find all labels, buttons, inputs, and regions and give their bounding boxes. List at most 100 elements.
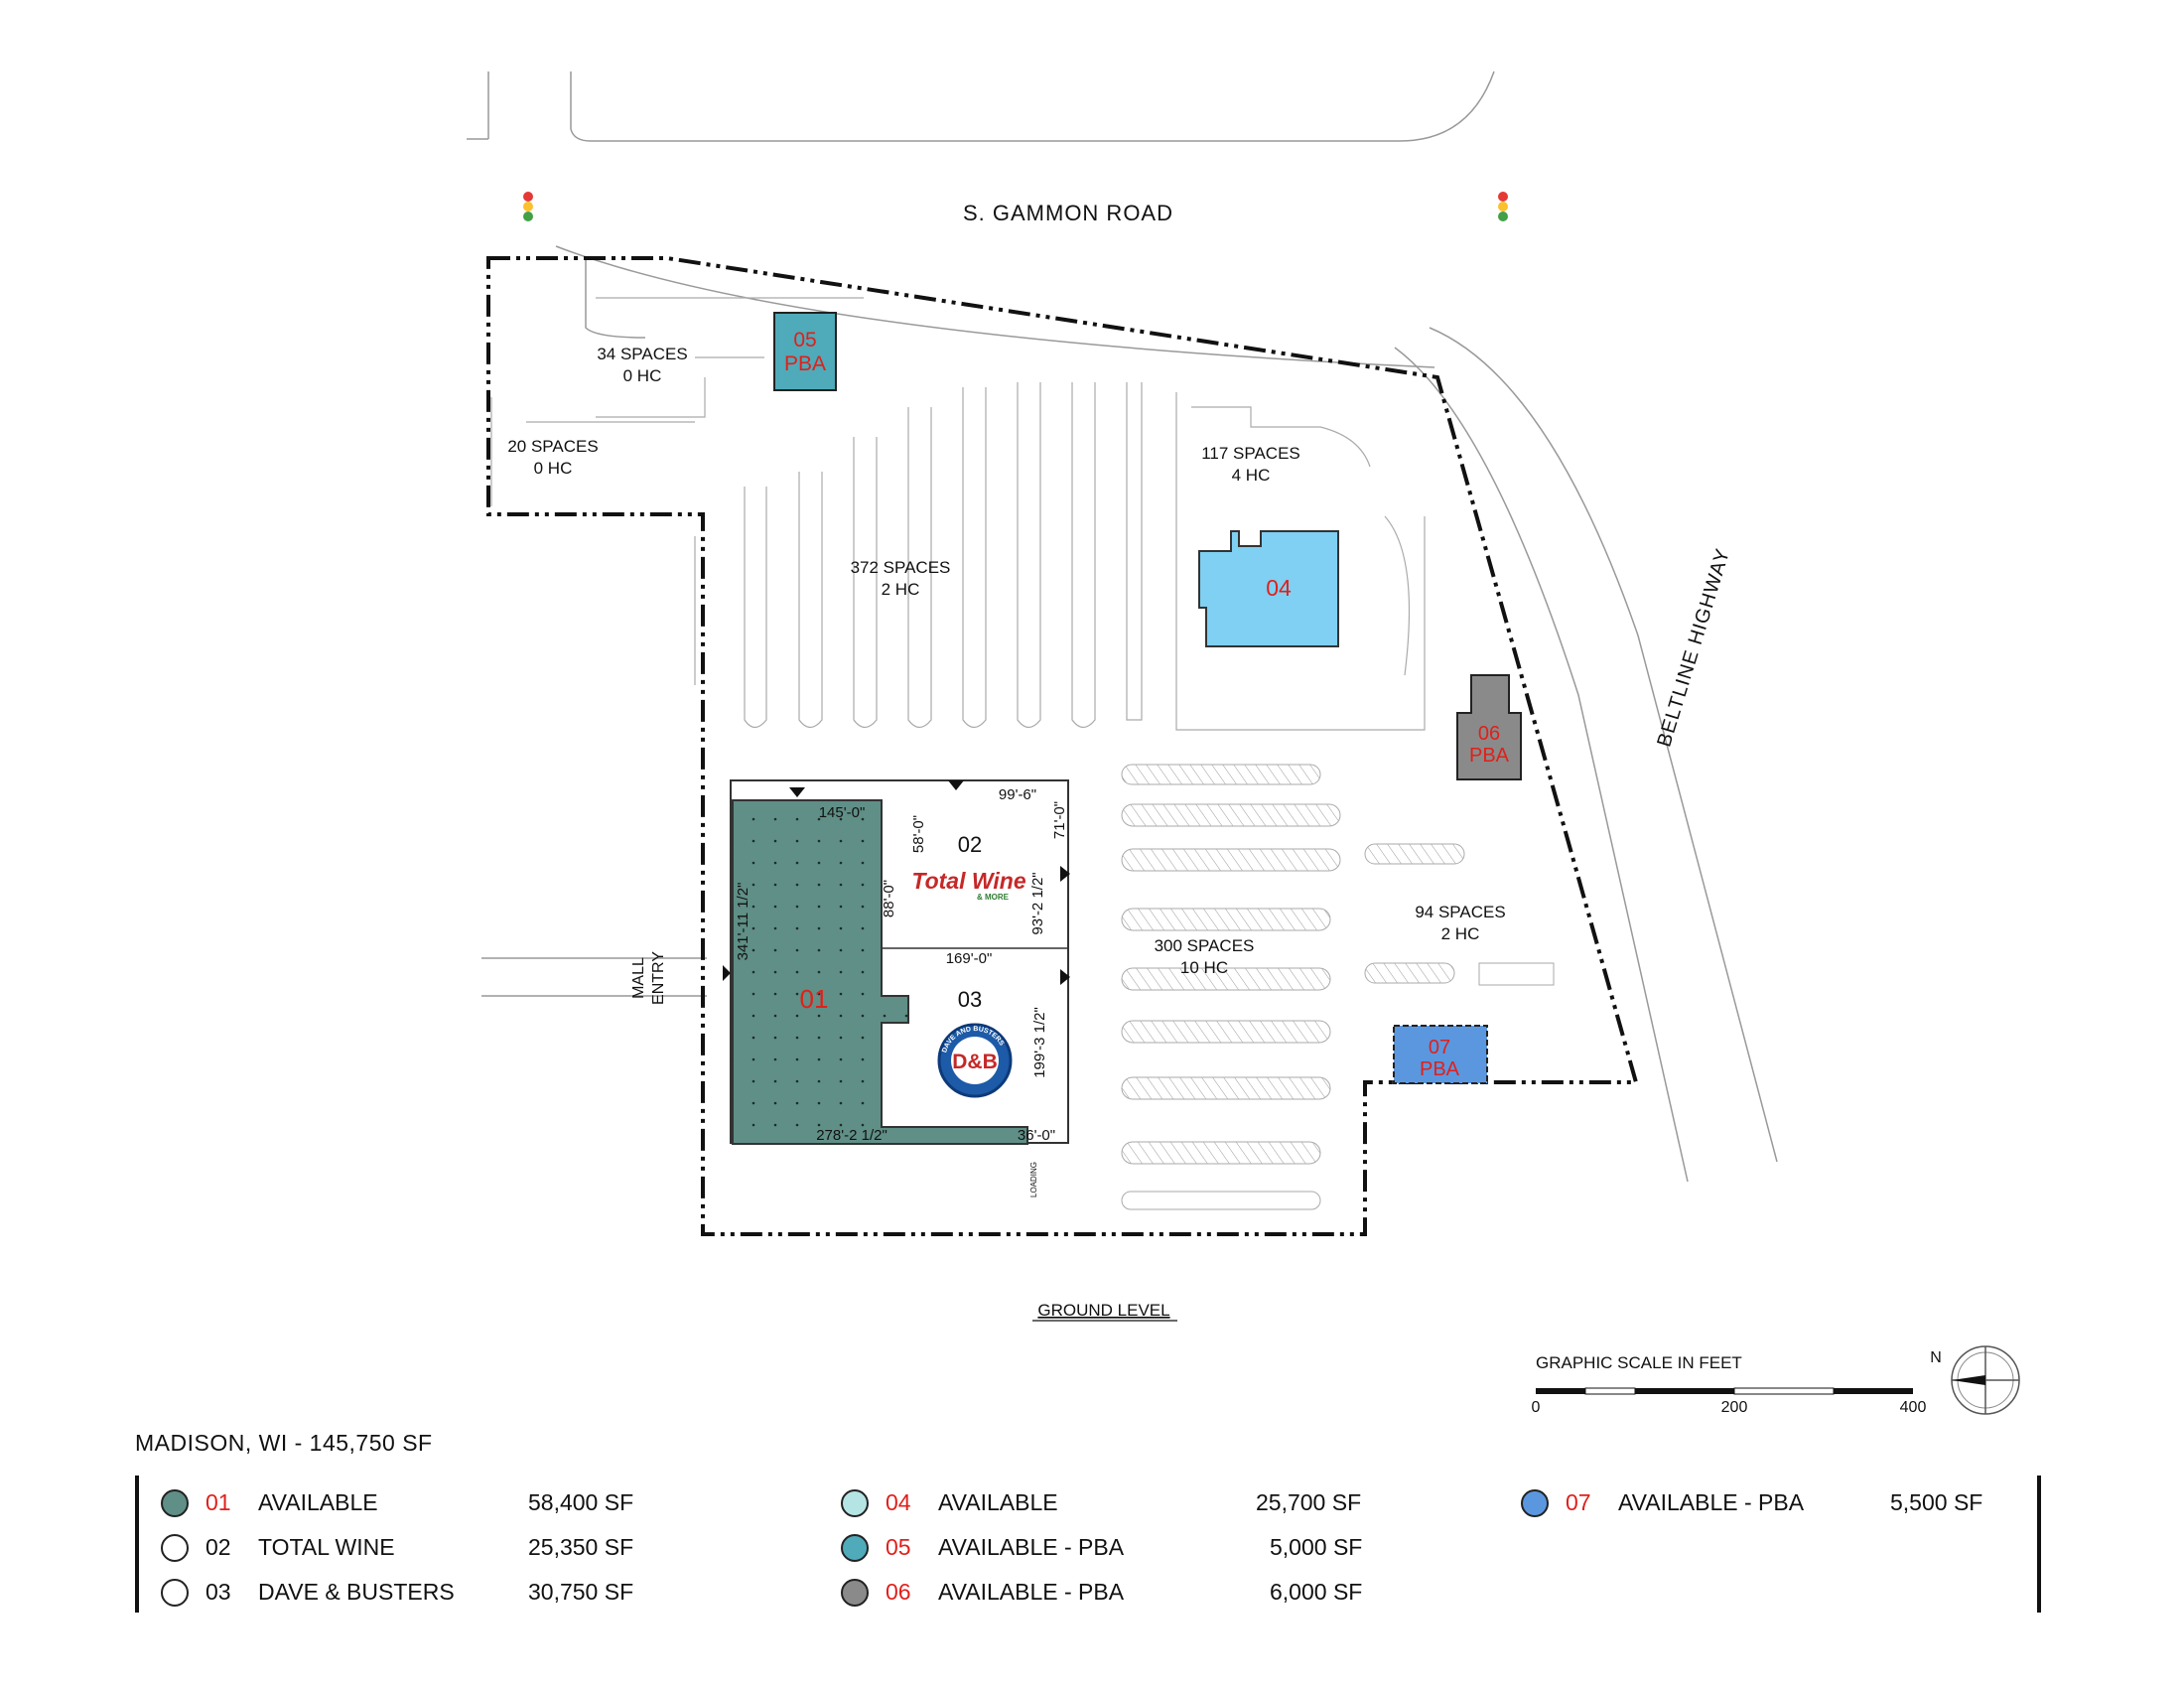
unit-07-num: 07 — [1429, 1037, 1450, 1058]
unit-06-pba: PBA — [1469, 745, 1510, 767]
parking-94-spaces: 94 SPACES — [1415, 903, 1505, 921]
dim-88: 88'-0" — [881, 880, 897, 917]
mall-entry-line1: MALL — [630, 957, 647, 999]
unit-06-shape — [1456, 674, 1522, 780]
dim-278: 278'-2 1/2" — [816, 1127, 887, 1144]
legend-num: 04 — [886, 1489, 911, 1515]
scale-tick-0: 0 — [1532, 1399, 1541, 1416]
parking-117-hc: 4 HC — [1232, 466, 1271, 485]
legend-sf: 30,750 SF — [528, 1579, 634, 1605]
legend-sf: 5,000 SF — [1270, 1534, 1363, 1560]
legend-item-03: 03 DAVE & BUSTERS 30,750 SF — [161, 1577, 657, 1613]
mall-entry-line2: ENTRY — [650, 951, 667, 1005]
dim-58: 58'-0" — [910, 815, 927, 853]
unit-06-num: 06 — [1478, 723, 1500, 745]
north-arrow-icon: N — [1930, 1345, 2020, 1415]
legend-item-05: 05 AVAILABLE - PBA 5,000 SF — [841, 1532, 1377, 1568]
unit-05-shape — [773, 312, 837, 391]
legend-swatch-04 — [841, 1489, 869, 1517]
road-label-gammon: S. GAMMON ROAD — [963, 201, 1173, 225]
parking-labels: 34 SPACES 0 HC 20 SPACES 0 HC 372 SPACES… — [507, 345, 1505, 977]
legend-name: AVAILABLE — [938, 1489, 1058, 1515]
parking-300-hc: 10 HC — [1180, 958, 1228, 977]
unit-05-pba: PBA — [784, 352, 826, 375]
legend-sf: 6,000 SF — [1270, 1579, 1363, 1605]
legend-name: AVAILABLE - PBA — [1618, 1489, 1805, 1515]
legend-right-bar — [2037, 1476, 2041, 1613]
legend-item-01: 01 AVAILABLE 58,400 SF — [161, 1487, 657, 1523]
road-label-beltline: BELTLINE HIGHWAY — [1653, 546, 1734, 750]
legend-title: MADISON, WI - 145,750 SF — [135, 1430, 433, 1456]
unit-04-label: 04 — [1266, 575, 1292, 601]
svg-text:& MORE: & MORE — [977, 893, 1010, 902]
legend-item-07: 07 AVAILABLE - PBA 5,500 SF — [1521, 1487, 2017, 1523]
legend-swatch-01 — [161, 1489, 189, 1517]
legend-item-06: 06 AVAILABLE - PBA 6,000 SF — [841, 1577, 1377, 1613]
legend-swatch-03 — [161, 1579, 189, 1607]
traffic-light-east-icon — [1498, 192, 1508, 221]
parking-rows — [490, 297, 1426, 731]
dim-71: 71'-0" — [1051, 801, 1068, 839]
dave-and-busters-logo: D&B DAVE AND BUSTERS — [937, 1023, 1013, 1098]
legend-name: AVAILABLE — [258, 1489, 378, 1515]
legend-left-bar — [135, 1476, 139, 1613]
scale-tick-400: 400 — [1900, 1399, 1927, 1416]
legend-sf: 25,700 SF — [1256, 1489, 1362, 1515]
legend-num: 01 — [205, 1489, 231, 1515]
legend-name: AVAILABLE - PBA — [938, 1579, 1125, 1605]
legend-num: 03 — [205, 1579, 231, 1605]
legend-name: TOTAL WINE — [258, 1534, 395, 1560]
entry-marker-icons — [723, 780, 1070, 985]
legend-num: 02 — [205, 1534, 231, 1560]
parking-372-spaces: 372 SPACES — [851, 558, 951, 577]
dim-169: 169'-0" — [946, 950, 993, 967]
unit-01-label: 01 — [800, 984, 829, 1014]
unit-04-shape — [1198, 530, 1339, 647]
svg-text:Total Wine: Total Wine — [911, 868, 1025, 894]
unit-01-column-grid — [733, 800, 1027, 1144]
parking-117-spaces: 117 SPACES — [1201, 444, 1300, 463]
north-label: N — [1930, 1349, 1942, 1366]
legend-swatch-05 — [841, 1534, 869, 1562]
legend-swatch-06 — [841, 1579, 869, 1607]
legend-swatch-07 — [1521, 1489, 1549, 1517]
graphic-scale: GRAPHIC SCALE IN FEET 0 200 400 — [1532, 1353, 1927, 1416]
legend-name: DAVE & BUSTERS — [258, 1579, 455, 1605]
parking-94-hc: 2 HC — [1441, 924, 1480, 943]
road-lines — [467, 70, 1778, 1183]
dim-199: 199'-3 1/2" — [1031, 1007, 1048, 1078]
parking-372-hc: 2 HC — [882, 580, 920, 599]
legend-num: 07 — [1566, 1489, 1591, 1515]
unit-05-num: 05 — [793, 329, 816, 352]
unit-03-label: 03 — [958, 987, 982, 1012]
legend-num: 05 — [886, 1534, 911, 1560]
parking-20-spaces: 20 SPACES — [507, 437, 598, 456]
legend-num: 06 — [886, 1579, 911, 1605]
legend-sf: 5,500 SF — [1890, 1489, 1983, 1515]
dim-341: 341'-11 1/2" — [735, 883, 751, 961]
east-parking-stalls — [1121, 764, 1555, 1210]
legend-name: AVAILABLE - PBA — [938, 1534, 1125, 1560]
traffic-light-west-icon — [523, 192, 533, 221]
dim-36: 36'-0" — [1018, 1127, 1055, 1144]
parking-20-hc: 0 HC — [534, 459, 573, 478]
legend-item-02: 02 TOTAL WINE 25,350 SF — [161, 1532, 657, 1568]
building-dimensions: 145'-0" 99'-6" 58'-0" 71'-0" 341'-11 1/2… — [735, 786, 1068, 1144]
legend-sf: 58,400 SF — [528, 1489, 634, 1515]
scale-tick-200: 200 — [1721, 1399, 1748, 1416]
svg-text:D&B: D&B — [952, 1051, 998, 1073]
legend-sf: 25,350 SF — [528, 1534, 634, 1560]
property-boundary — [486, 256, 1639, 1236]
parking-300-spaces: 300 SPACES — [1155, 936, 1255, 955]
unit-07-shape — [1393, 1025, 1488, 1084]
total-wine-logo: Total Wine & MORE — [911, 868, 1025, 902]
ground-level-label: GROUND LEVEL — [1037, 1301, 1169, 1320]
dim-99: 99'-6" — [999, 786, 1036, 803]
unit-07-pba: PBA — [1420, 1058, 1460, 1080]
unit-02-label: 02 — [958, 832, 982, 857]
legend-swatch-02 — [161, 1534, 189, 1562]
legend-item-04: 04 AVAILABLE 25,700 SF — [841, 1487, 1377, 1523]
parking-34-spaces: 34 SPACES — [597, 345, 687, 363]
parking-34-hc: 0 HC — [623, 366, 662, 385]
